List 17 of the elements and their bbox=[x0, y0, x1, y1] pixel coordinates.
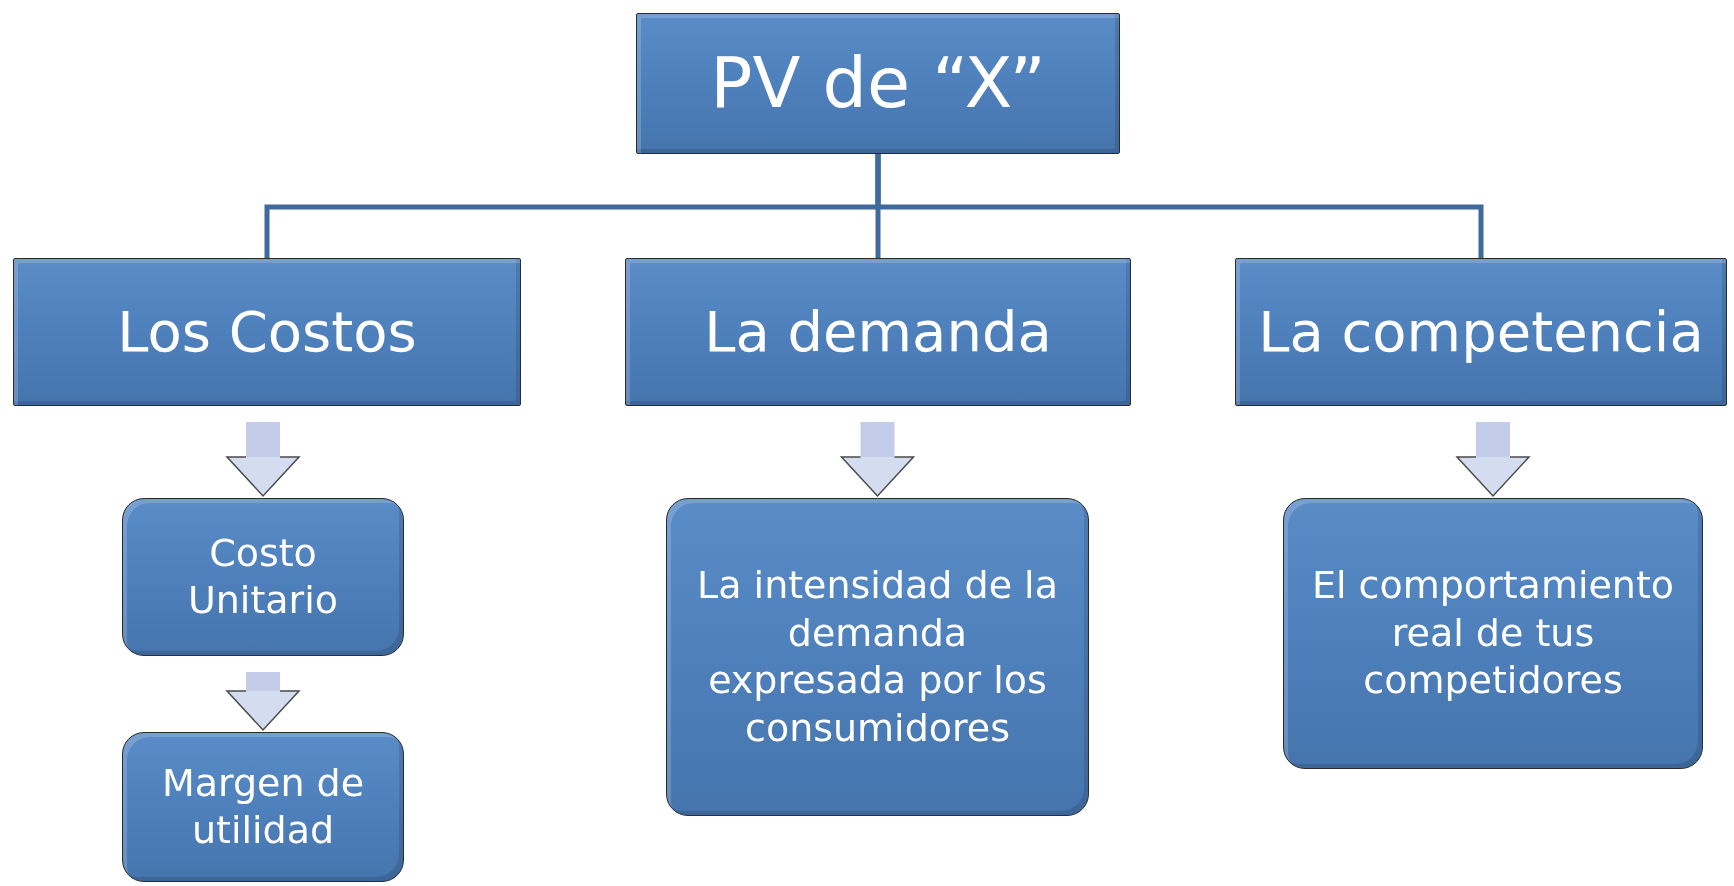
connector-line bbox=[875, 154, 1484, 258]
box-text: La competencia bbox=[1258, 298, 1704, 366]
box-text: Los Costos bbox=[117, 298, 417, 366]
box-text: Costo Unitario bbox=[186, 529, 340, 624]
rounded-box bbox=[122, 498, 404, 656]
rounded-box bbox=[122, 732, 404, 882]
box-text: PV de “X” bbox=[710, 40, 1046, 126]
box-text: La intensidad de la demanda expresada por los consumidores bbox=[696, 562, 1059, 752]
title-box bbox=[636, 13, 1120, 154]
title-box bbox=[1235, 258, 1727, 406]
box-text: La demanda bbox=[704, 298, 1052, 366]
box-text: Margen de utilidad bbox=[160, 759, 366, 854]
rounded-box bbox=[666, 498, 1089, 816]
title-box bbox=[625, 258, 1131, 406]
title-box bbox=[13, 258, 521, 406]
box-text: El comportamiento real de tus competidores bbox=[1310, 562, 1676, 705]
rounded-box bbox=[1283, 498, 1703, 769]
